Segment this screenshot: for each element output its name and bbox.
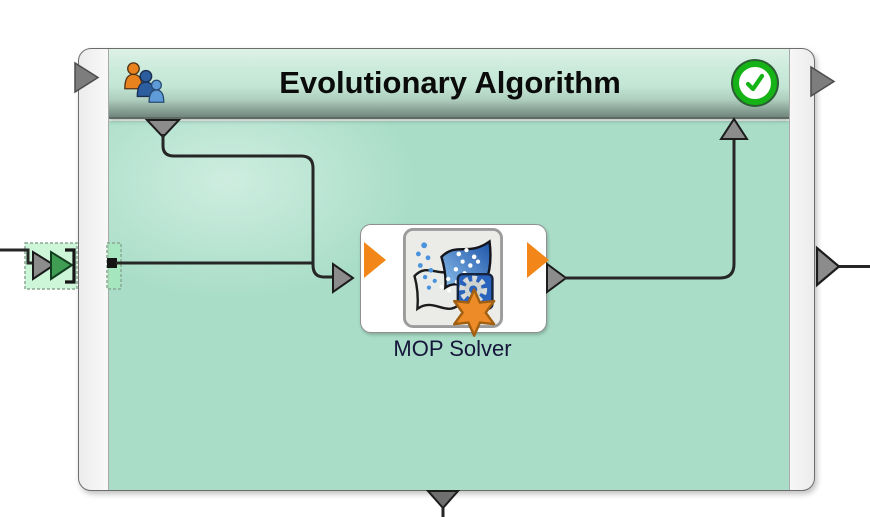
- output-wire[interactable]: [564, 138, 736, 280]
- blue-dots: [415, 242, 437, 290]
- right-output-port[interactable]: [815, 245, 841, 288]
- input-arrowhead-icon: [332, 262, 355, 294]
- right-rail-arrow-icon[interactable]: [810, 65, 836, 98]
- output-up-arrow-icon[interactable]: [719, 117, 749, 140]
- bottom-funnel-port[interactable]: [425, 490, 461, 510]
- external-connector-selected[interactable]: [0, 242, 78, 290]
- system-node-center: Evolutionary Algorithm: [108, 49, 790, 490]
- green-arrow-icon: [50, 250, 74, 281]
- entry-wire[interactable]: [0, 248, 34, 265]
- check-icon: [745, 73, 765, 92]
- group-pawns-icon: [124, 62, 165, 103]
- mop-input-port[interactable]: [364, 242, 386, 278]
- mop-node-label: MOP Solver: [393, 336, 512, 361]
- mop-metamodel-icon: [403, 228, 503, 337]
- funnel-wire[interactable]: [161, 134, 333, 279]
- status-check-icon: [733, 61, 777, 105]
- output-arrowhead-icon: [546, 262, 568, 294]
- star-icon: [452, 288, 496, 337]
- gray-arrow-icon: [32, 250, 56, 281]
- mop-output-port[interactable]: [527, 242, 549, 278]
- left-rail-arrow-icon[interactable]: [74, 61, 100, 94]
- node-title: Evolutionary Algorithm: [279, 65, 621, 100]
- evolutionary-algorithm-node[interactable]: Evolutionary Algorithm: [78, 48, 815, 491]
- system-node-header[interactable]: Evolutionary Algorithm: [109, 49, 789, 119]
- input-funnel-port[interactable]: [144, 119, 182, 139]
- mop-icon-graphic: [403, 228, 503, 337]
- bracket-glyph: [65, 248, 76, 284]
- wire-junction-dot: [107, 258, 117, 268]
- mop-solver-node[interactable]: [360, 224, 549, 337]
